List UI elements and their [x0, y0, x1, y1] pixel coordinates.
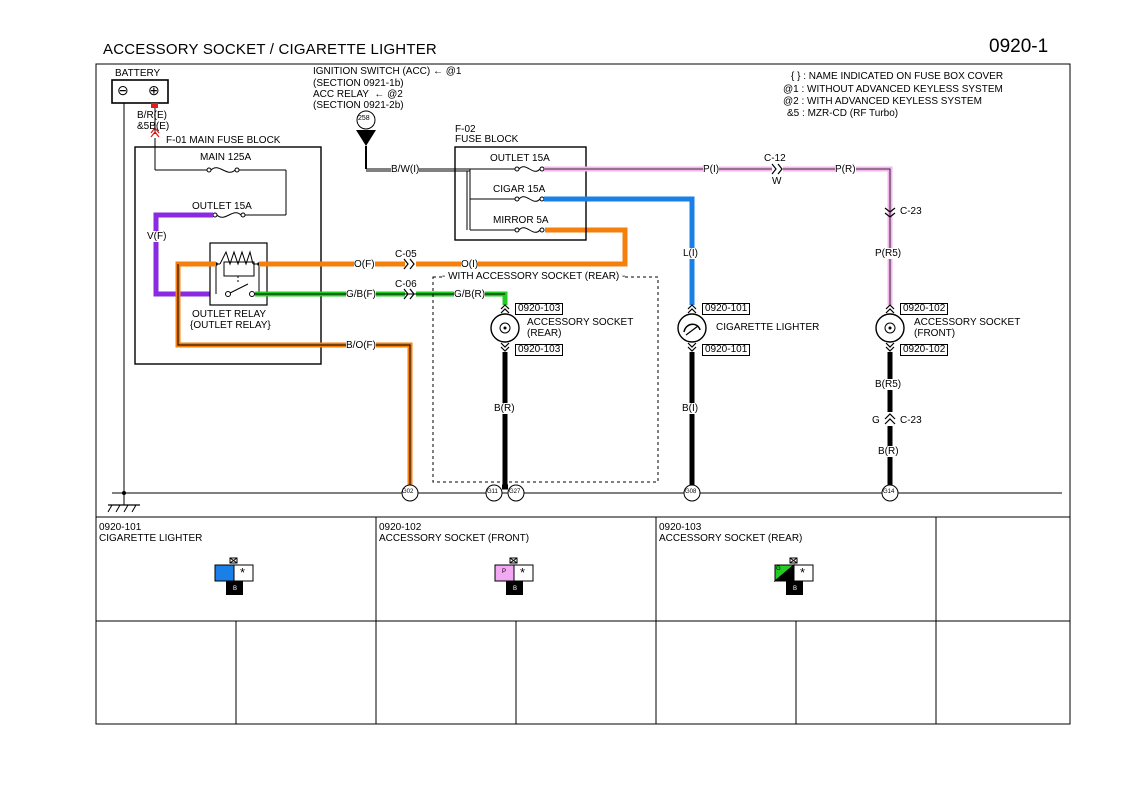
wire-label-bw-i: B/W(I) [391, 164, 420, 175]
outlet-relay [209, 242, 268, 306]
conn-101-pin2: * [240, 565, 246, 580]
conn-table-code-101: 0920-101 [99, 522, 142, 533]
rear-conn-bot: 0920-103 [515, 344, 564, 356]
legend-line-1: { } : NAME INDICATED ON FUSE BOX COVER [791, 71, 1004, 82]
conn-103-pin2: * [800, 565, 806, 580]
battery-wire-2: &5B(E) [137, 121, 170, 132]
battery-label: BATTERY [115, 68, 161, 79]
wire-label-gb-r: G/B(R) [454, 289, 486, 300]
rear-socket-name: ACCESSORY SOCKET [527, 317, 634, 328]
legend-line-3: @2 : WITH ADVANCED KEYLESS SYSTEM [783, 96, 982, 107]
outlet-fuse-main-label: OUTLET 15A [192, 201, 252, 212]
legend-line-4: &5 : MZR-CD (RF Turbo) [787, 108, 899, 119]
rear-socket-sub: (REAR) [527, 328, 562, 339]
battery-plus-icon: ⊕ [148, 82, 160, 98]
connector-face-101 [214, 557, 254, 595]
battery-minus-icon: ⊖ [117, 82, 129, 98]
ground-g27: G27 [509, 489, 521, 495]
wire-label-p-r5: P(R5) [875, 248, 902, 259]
wire-label-gb-f: G/B(F) [346, 289, 376, 300]
page-title: ACCESSORY SOCKET / CIGARETTE LIGHTER [103, 41, 437, 58]
wire-label-v-f: V(F) [147, 231, 167, 242]
outlet-fuse-label: OUTLET 15A [490, 153, 550, 164]
ground-g11: G11 [487, 489, 498, 495]
conn-103-pin3: B [793, 586, 798, 592]
front-conn-bot: 0920-102 [900, 344, 949, 356]
battery-wire-1: B/R(E) [137, 110, 167, 121]
wire-label-o-f: O(F) [354, 259, 375, 270]
wire-label-c23b: C-23 [900, 415, 922, 426]
wire-label-c12: C-12 [764, 153, 786, 164]
conn-101-pin3: B [233, 586, 238, 592]
conn-102-pin3: B [513, 586, 518, 592]
legend-line-2: @1 : WITHOUT ADVANCED KEYLESS SYSTEM [783, 84, 1003, 95]
conn-table-code-103: 0920-103 [659, 522, 702, 533]
main-fuse-label: MAIN 125A [200, 152, 252, 163]
ground-g08: G08 [685, 489, 697, 495]
wire-label-b-r5: B(R5) [875, 379, 902, 390]
rear-conn-top: 0920-103 [515, 303, 564, 315]
wire-label-b-r: B(R) [494, 403, 515, 414]
mirror-fuse-label: MIRROR 5A [493, 215, 549, 226]
wire-label-p-i: P(I) [703, 164, 720, 175]
front-socket-sub: (FRONT) [914, 328, 956, 339]
conn-table-name-102: ACCESSORY SOCKET (FRONT) [379, 533, 530, 544]
fuse-block-label: FUSE BLOCK [455, 134, 519, 145]
wire-label-w: W [772, 176, 782, 187]
wire-label-c06: C-06 [395, 279, 417, 290]
wire-blue [544, 196, 695, 305]
lighter-name: CIGARETTE LIGHTER [716, 322, 820, 333]
relay-name: OUTLET RELAY [192, 309, 267, 320]
wire-label-b-i: B(I) [682, 403, 699, 414]
wire-label-bo-f: B/O(F) [346, 340, 376, 351]
ground-g14: G14 [883, 489, 895, 495]
cigarette-lighter-icon [677, 313, 707, 343]
ground-g02: G02 [402, 489, 414, 495]
battery-box [111, 79, 169, 104]
wire-label-o-i: O(I) [461, 259, 479, 270]
connector-face-102 [494, 557, 534, 595]
terminal-258-label: 258 [358, 115, 370, 122]
ign-switch-label: IGNITION SWITCH (ACC) ← @1 [313, 66, 462, 77]
conn-table-name-103: ACCESSORY SOCKET (REAR) [659, 533, 803, 544]
diagram-frame [95, 63, 1071, 725]
fuse-block [454, 146, 587, 241]
wire-label-l-i: L(I) [683, 248, 698, 259]
cigar-fuse-label: CIGAR 15A [493, 184, 546, 195]
lighter-conn-bot: 0920-101 [702, 344, 751, 356]
relay-alias: {OUTLET RELAY} [190, 320, 271, 331]
wire-label-c05: C-05 [395, 249, 417, 260]
conn-102-pin2: * [520, 565, 526, 580]
rear-group-label: - WITH ACCESSORY SOCKET (REAR) - [442, 271, 626, 282]
wire-label-c23: C-23 [900, 206, 922, 217]
front-conn-top: 0920-102 [900, 303, 949, 315]
lighter-conn-top: 0920-101 [702, 303, 751, 315]
conn-102-pin1: P [502, 569, 507, 575]
main-fuse-block [134, 146, 322, 365]
front-socket-name: ACCESSORY SOCKET [914, 317, 1021, 328]
main-fuse-block-label: F-01 MAIN FUSE BLOCK [166, 135, 281, 146]
connector-face-103 [773, 557, 814, 595]
ign-section-label: (SECTION 0921-1b) [313, 78, 404, 89]
conn-table-name-101: CIGARETTE LIGHTER [99, 533, 203, 544]
wire-orange-oi [416, 227, 628, 267]
rear-option-group [432, 276, 659, 483]
wire-label-p-r: P(R) [835, 164, 856, 175]
page-number: 0920-1 [989, 36, 1049, 57]
conn-103-pin1: G [776, 566, 781, 572]
acc-relay-label: ACC RELAY ← @2 [313, 89, 403, 100]
fuse-block-code: F-02 [455, 124, 476, 135]
acc-section-label: (SECTION 0921-2b) [313, 100, 404, 111]
conn-table-code-102: 0920-102 [379, 522, 422, 533]
wire-label-b-r-front: B(R) [878, 446, 899, 457]
wire-label-g: G [872, 415, 880, 426]
chassis-ground-icon [107, 491, 140, 513]
wire-violet [153, 212, 213, 297]
